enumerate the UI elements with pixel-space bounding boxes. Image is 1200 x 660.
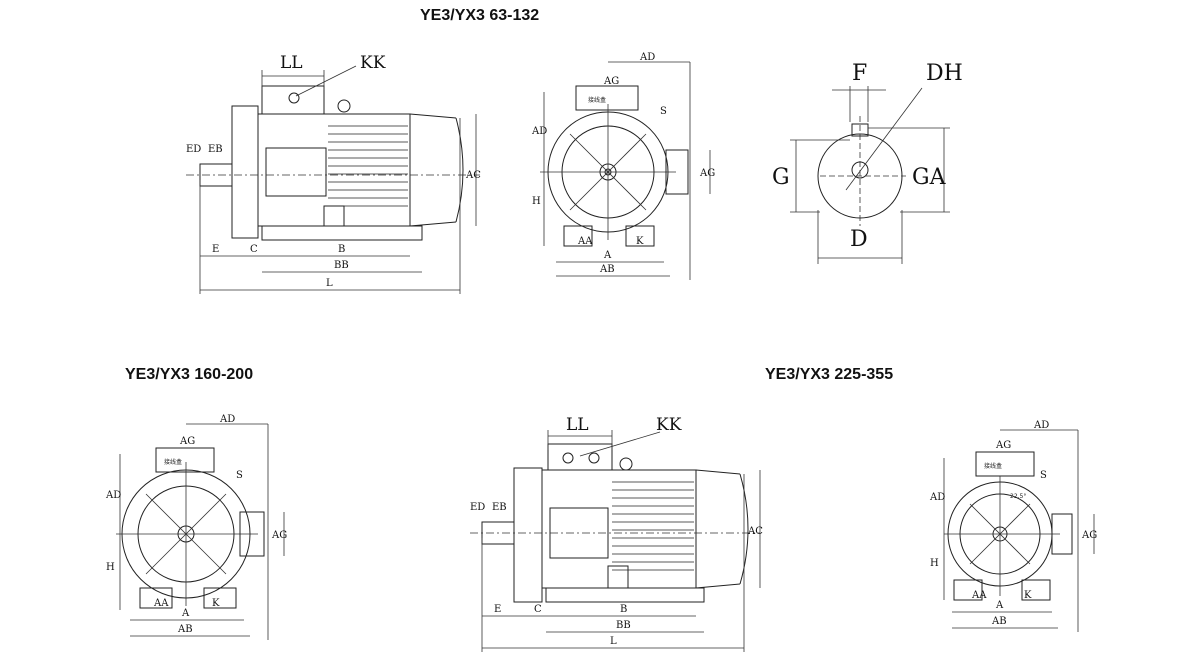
dim-a-mid: A — [181, 608, 190, 619]
nameplate-text-mid: 接线盒 — [164, 458, 182, 466]
dim-k-large: K — [1024, 590, 1032, 601]
dim-ad-vertical: AD — [531, 126, 547, 137]
dim-ll: LL — [280, 53, 303, 73]
dim-bb-large: BB — [616, 620, 631, 631]
dim-ac-large: AC — [747, 526, 763, 537]
end-view-mid: 接线盒 AD AG S AD H AG AA K A A — [105, 414, 287, 640]
dim-kk-large: KK — [656, 415, 682, 435]
side-view-small: LL KK ED EB E C B BB L AC — [186, 53, 481, 294]
dim-ad-vertical-large: AD — [929, 492, 945, 503]
dim-b: B — [338, 244, 345, 255]
dim-eb: EB — [208, 144, 223, 155]
dim-k: K — [636, 236, 644, 247]
dim-ac: AC — [465, 170, 481, 181]
dim-ad-mid: AD — [219, 414, 235, 425]
dim-ag-large: AG — [995, 440, 1011, 451]
dim-h: H — [532, 196, 541, 207]
dim-ag-vertical: AG — [699, 168, 715, 179]
dim-ab-mid: AB — [177, 624, 193, 635]
dim-ab: AB — [599, 264, 615, 275]
dim-ad: AD — [639, 52, 655, 63]
dim-c-large: C — [534, 604, 542, 615]
dim-f: F — [852, 61, 867, 86]
dim-ag: AG — [603, 76, 619, 87]
dim-dh: DH — [926, 61, 963, 86]
dim-a: A — [603, 250, 612, 261]
dim-h-large: H — [930, 558, 939, 569]
end-view-large: 接线盒 22.5° AD AG S AD H AG AA K — [929, 420, 1097, 632]
title-small-frame: YE3/YX3 63-132 — [420, 7, 540, 24]
nameplate-text-large: 接线盒 — [984, 462, 1002, 470]
dim-ag-vertical-large: AG — [1081, 530, 1097, 541]
dim-ag-vertical-mid: AG — [271, 530, 287, 541]
dim-l: L — [326, 278, 333, 289]
dim-ab-large: AB — [991, 616, 1007, 627]
dim-ll-large: LL — [566, 415, 589, 435]
dim-aa: AA — [577, 236, 593, 247]
side-view-large: LL KK ED EB E C B BB L AC — [470, 415, 763, 652]
dim-k-mid: K — [212, 598, 220, 609]
dim-aa-large: AA — [971, 590, 987, 601]
dim-ad-large: AD — [1033, 420, 1049, 431]
dim-h-mid: H — [106, 562, 115, 573]
dim-d: D — [850, 227, 868, 252]
dim-c: C — [250, 244, 258, 255]
dim-b-large: B — [620, 604, 627, 615]
dim-ed: ED — [186, 144, 201, 155]
dim-s: S — [660, 106, 667, 117]
dim-eb-large: EB — [492, 502, 507, 513]
dim-s-large: S — [1040, 470, 1047, 481]
title-large-frame: YE3/YX3 225-355 — [765, 366, 894, 383]
dim-e: E — [212, 244, 219, 255]
angle-mark: 22.5° — [1010, 493, 1026, 500]
dim-g: G — [772, 165, 790, 190]
nameplate-text: 接线盒 — [588, 96, 606, 104]
dim-l-large: L — [610, 636, 617, 647]
dim-ga: GA — [912, 165, 947, 190]
dim-ad-vertical-mid: AD — [105, 490, 121, 501]
dim-ed-large: ED — [470, 502, 485, 513]
end-view-small: 接线盒 AD AG S AD H AG AA K A — [531, 52, 715, 280]
dim-ag-mid: AG — [179, 436, 195, 447]
shaft-section: F DH G GA D — [772, 61, 963, 264]
dim-bb: BB — [334, 260, 349, 271]
title-mid-frame: YE3/YX3 160-200 — [125, 366, 254, 383]
dim-s-mid: S — [236, 470, 243, 481]
dim-aa-mid: AA — [153, 598, 169, 609]
dim-kk: KK — [360, 53, 386, 73]
dim-e-large: E — [494, 604, 501, 615]
dim-a-large: A — [995, 600, 1004, 611]
